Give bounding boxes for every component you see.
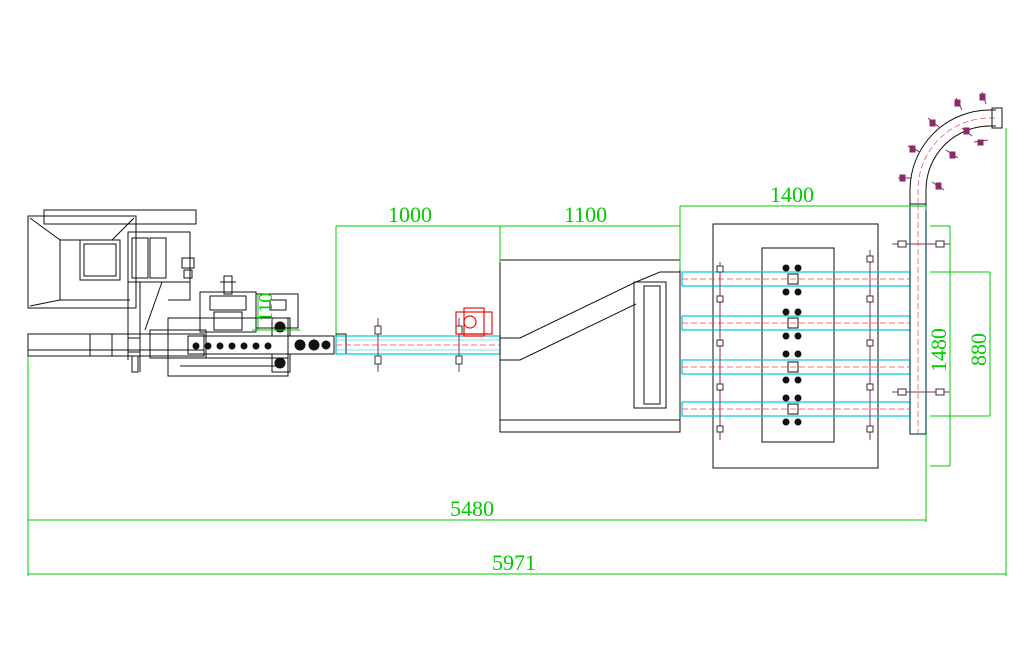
transfer-unit [499, 259, 681, 433]
divider-flippers [782, 264, 802, 426]
conveyor-1000 [335, 335, 501, 355]
dim-1000-label: 1000 [388, 202, 432, 227]
collector-guide-posts [892, 240, 950, 396]
roller-group [192, 321, 331, 369]
divider-unit [712, 223, 879, 469]
dim-110-annotation: 110 [252, 293, 300, 331]
lane-guide-posts [716, 250, 874, 440]
curve-guide-posts [898, 91, 989, 191]
dim-1400-label: 1400 [770, 182, 814, 207]
dim-1100-label: 1100 [564, 202, 607, 227]
dim-880-label: 880 [966, 333, 991, 366]
curved-conveyor [909, 107, 1003, 204]
collector-conveyor [909, 203, 927, 435]
dim-110-text: 110 [255, 293, 277, 322]
dim-1480-label: 1480 [926, 328, 951, 372]
dim-5971-label: 5971 [492, 550, 536, 575]
drive-motor [455, 307, 493, 337]
dim-5480-label: 5480 [450, 496, 494, 521]
packaging-machine [27, 209, 347, 377]
guide-post-group [374, 318, 463, 372]
dimension-lines [27, 128, 1007, 576]
